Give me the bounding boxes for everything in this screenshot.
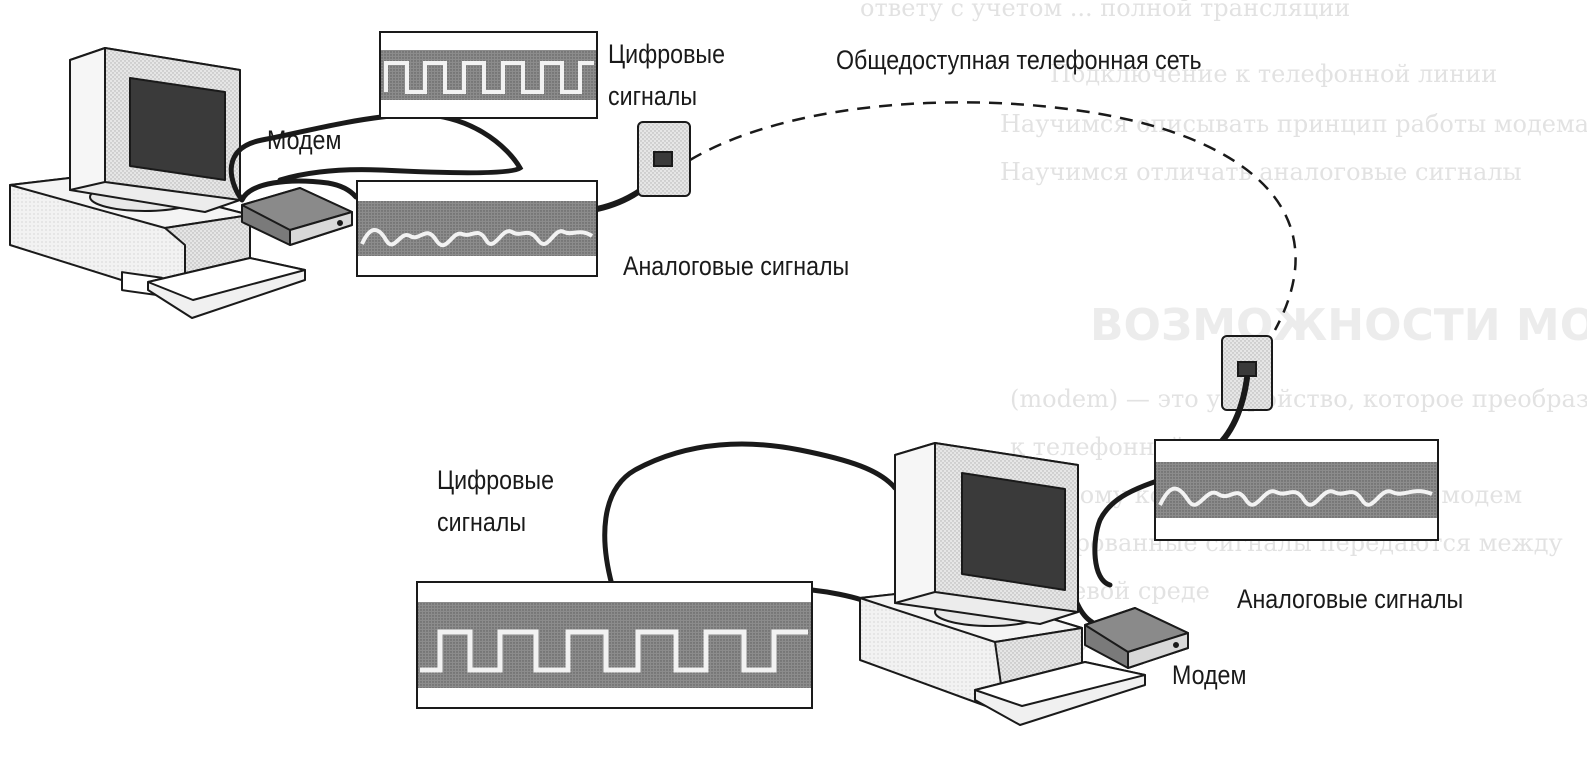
label-modem-top: Модем <box>267 125 342 155</box>
computer-top <box>9 47 306 319</box>
label-digital-top-2: сигналы <box>608 81 698 111</box>
analog-signal-box-top <box>356 180 598 277</box>
digital-signal-box-top <box>379 31 598 119</box>
analog-signal-box-bottom <box>1154 439 1439 541</box>
label-digital-top-1: Цифровые <box>608 39 726 69</box>
wall-jack-bottom <box>1221 335 1273 411</box>
label-digital-bottom-2: сигналы <box>437 507 527 537</box>
telephone-network-line <box>689 101 1297 331</box>
wall-jack-top <box>637 121 691 197</box>
label-analog-bottom: Аналоговые сигналы <box>1237 584 1464 614</box>
computer-bottom <box>859 442 1146 726</box>
modem-device-bottom <box>1084 607 1189 669</box>
label-digital-bottom-1: Цифровые <box>437 465 555 495</box>
modem-device-top <box>241 187 353 246</box>
label-analog-top: Аналоговые сигналы <box>623 251 850 281</box>
label-modem-bottom: Модем <box>1172 660 1247 690</box>
digital-signal-box-bottom <box>416 581 813 709</box>
label-network: Общедоступная телефонная сеть <box>836 45 1202 75</box>
